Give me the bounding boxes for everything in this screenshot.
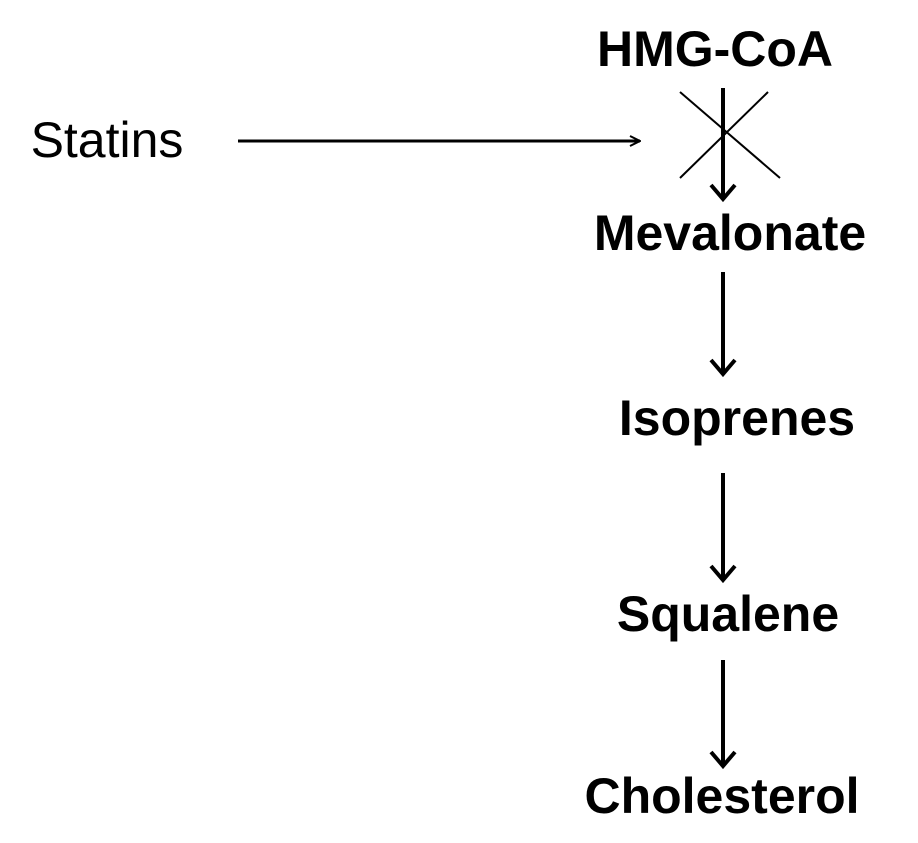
node-cholesterol: Cholesterol bbox=[584, 768, 860, 824]
inhibitor-label: Statins bbox=[30, 112, 184, 168]
node-mevalonate: Mevalonate bbox=[593, 205, 867, 261]
block-cross-line-a bbox=[679, 91, 781, 179]
node-hmg-coa: HMG-CoA bbox=[596, 21, 834, 77]
node-squalene: Squalene bbox=[616, 586, 840, 642]
node-isoprenes: Isoprenes bbox=[618, 390, 856, 446]
